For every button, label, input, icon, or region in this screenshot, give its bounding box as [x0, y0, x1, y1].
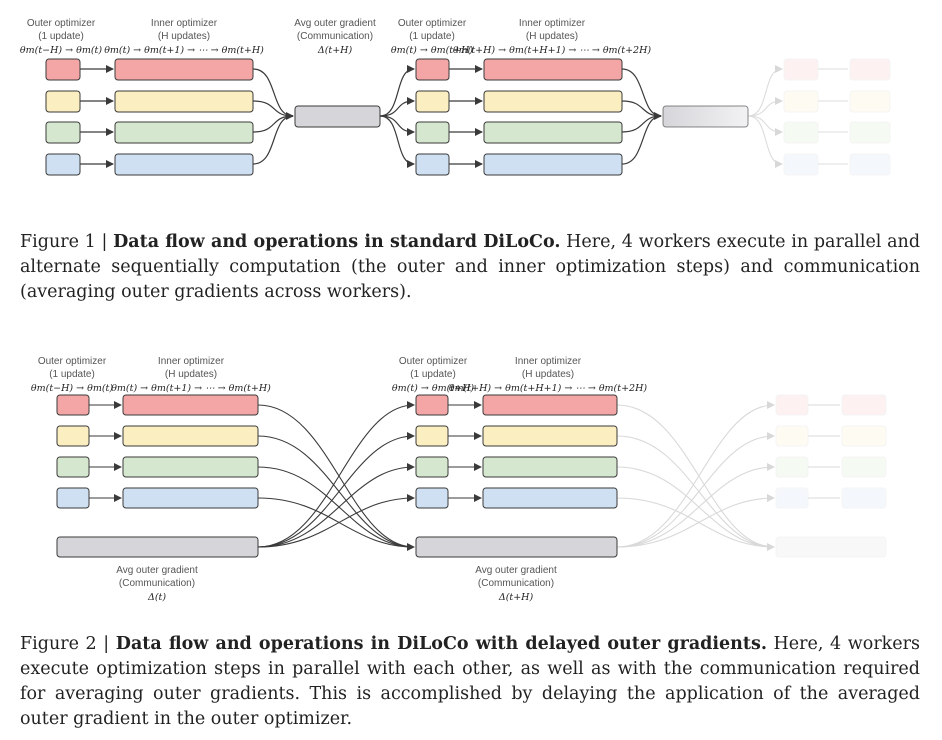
f1-inner-block-green — [114, 121, 254, 144]
f1-inner-block-yellow — [114, 90, 254, 113]
f1-faded-connectors — [747, 65, 848, 168]
f2-avg2-label-2: (Communication) — [478, 578, 554, 589]
f1-inner2-label-2: (H updates) — [526, 31, 578, 42]
f2-faded-blocks — [775, 394, 887, 558]
f1-outer-block-yellow — [45, 90, 81, 113]
f2-inner-block-blue — [122, 487, 259, 509]
f1-inner2-label-1: Inner optimizer — [519, 18, 586, 29]
f2-outer-block-red — [56, 394, 90, 416]
f2-avg2-block — [415, 536, 618, 558]
f1-inner2-block-red — [483, 58, 623, 81]
f2-faded-connectors — [616, 401, 840, 551]
f2-inner-block-green — [122, 456, 259, 478]
f2-inner-block-red — [122, 394, 259, 416]
figure-1-caption: Figure 1 | Data flow and operations in s… — [20, 230, 920, 305]
f2-outer2-block-blue — [415, 487, 449, 509]
f1-inner-math: θm(t) → θm(t+1) → ⋯ → θm(t+H) — [104, 45, 264, 56]
f1-outer2-math: θm(t) → θm(t+H) — [391, 45, 473, 56]
f1-inner-label-2: (H updates) — [158, 31, 210, 42]
f1-outer2-label-1: Outer optimizer — [398, 18, 467, 29]
f2-outer-block-blue — [56, 487, 90, 509]
f1-avg-math: Δ(t+H) — [317, 45, 353, 56]
f1-avg2-block — [662, 105, 749, 128]
f1-outer2-label-2: (1 update) — [409, 31, 455, 42]
f1-outer-block-blue — [45, 153, 81, 176]
f1-avg-label-2: (Communication) — [297, 31, 373, 42]
figure-2-caption: Figure 2 | Data flow and operations in D… — [20, 632, 920, 732]
f1-inner2-math: θm(t+H) → θm(t+H+1) → ⋯ → θm(t+2H) — [453, 45, 651, 56]
f1-outer2-block-yellow — [415, 90, 450, 113]
f1-outer-label-2: (1 update) — [38, 31, 84, 42]
f2-inner2-label-1: Inner optimizer — [515, 356, 582, 367]
f1-avg-label-1: Avg outer gradient — [294, 18, 376, 29]
f2-outer2-block-green — [415, 456, 449, 478]
f2-caption-rest: Here, 4 workers execute optimization ste… — [20, 634, 920, 729]
f2-inner-label-2: (H updates) — [165, 369, 217, 380]
f2-inner2-block-blue — [482, 487, 618, 509]
f1-inner-label-1: Inner optimizer — [151, 18, 218, 29]
f2-inner-block-yellow — [122, 425, 259, 447]
f1-caption-rest: Here, 4 workers execute in parallel and … — [20, 232, 921, 302]
f1-outer-block-red — [45, 58, 81, 81]
f2-avg2-label-1: Avg outer gradient — [475, 565, 557, 576]
f2-outer2-math: θm(t) → θm(t+H) — [392, 383, 474, 394]
f2-inner2-label-2: (H updates) — [522, 369, 574, 380]
f1-outer-block-green — [45, 121, 81, 144]
f2-caption-bold: Data flow and operations in DiLoCo with … — [115, 634, 767, 654]
f2-avg1-label-1: Avg outer gradient — [116, 565, 198, 576]
f1-inner2-block-green — [483, 121, 623, 144]
f1-faded-blocks — [783, 58, 891, 176]
f2-avg1-block — [56, 536, 259, 558]
f2-outer-math: θm(t−H) → θm(t) — [31, 383, 113, 394]
f1-caption-prefix: Figure 1 | — [20, 232, 114, 252]
f2-outer-label-2: (1 update) — [49, 369, 95, 380]
figure-2-diagram: Outer optimizer (1 update) θm(t−H) → θm(… — [31, 356, 887, 603]
f2-outer2-block-red — [415, 394, 449, 416]
f2-outer2-label-1: Outer optimizer — [399, 356, 468, 367]
f2-avg2-math: Δ(t+H) — [498, 592, 534, 603]
f2-inner2-math: θm(t+H) → θm(t+H+1) → ⋯ → θm(t+2H) — [449, 383, 647, 394]
f2-avg1-math: Δ(t) — [147, 592, 166, 603]
f1-outer2-block-green — [415, 121, 450, 144]
f1-inner2-block-blue — [483, 153, 623, 176]
f2-inner-math: θm(t) → θm(t+1) → ⋯ → θm(t+H) — [111, 383, 271, 394]
f2-outer-block-green — [56, 456, 90, 478]
f2-outer-label-1: Outer optimizer — [38, 356, 107, 367]
f1-caption-bold: Data flow and operations in standard DiL… — [113, 232, 561, 252]
f2-inner2-block-yellow — [482, 425, 618, 447]
f2-outer2-block-yellow — [415, 425, 449, 447]
f2-inner2-block-red — [482, 394, 618, 416]
figure-1-diagram: Outer optimizer (1 update) θm(t−H) → θm(… — [20, 18, 891, 176]
f2-avg1-label-2: (Communication) — [119, 578, 195, 589]
f1-outer2-block-red — [415, 58, 450, 81]
f2-outer-block-yellow — [56, 425, 90, 447]
f2-connectors — [89, 401, 482, 551]
f2-caption-prefix: Figure 2 | — [20, 634, 116, 654]
f1-outer-math: θm(t−H) → θm(t) — [20, 45, 102, 56]
f1-outer-label-1: Outer optimizer — [27, 18, 96, 29]
f1-inner-block-blue — [114, 153, 254, 176]
f1-connectors — [80, 65, 662, 168]
f1-inner2-block-yellow — [483, 90, 623, 113]
f2-inner2-block-green — [482, 456, 618, 478]
f2-outer2-label-2: (1 update) — [410, 369, 456, 380]
f2-inner-label-1: Inner optimizer — [158, 356, 225, 367]
f1-inner-block-red — [114, 58, 254, 81]
f1-avg-block — [294, 105, 381, 128]
f1-outer2-block-blue — [415, 153, 450, 176]
